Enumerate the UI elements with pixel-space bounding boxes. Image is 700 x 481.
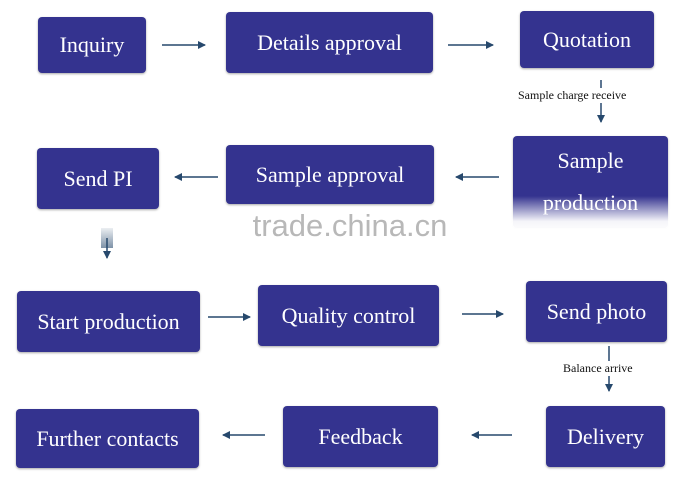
step-inquiry: Inquiry	[38, 17, 146, 73]
step-details-approval: Details approval	[226, 12, 433, 73]
step-delivery: Delivery	[546, 406, 665, 467]
arrow-send-pi-to-start-production	[101, 228, 113, 259]
step-further-contacts: Further contacts	[16, 409, 199, 468]
edge-label-sample-charge: Sample charge receive	[518, 88, 627, 103]
edge-label-balance: Balance arrive	[563, 361, 633, 376]
step-quality-control: Quality control	[258, 285, 439, 346]
step-send-photo: Send photo	[526, 281, 667, 342]
fade-overlay	[510, 196, 700, 232]
step-quotation: Quotation	[520, 11, 654, 68]
watermark: trade.china.cn	[252, 208, 448, 243]
step-sample-approval: Sample approval	[226, 145, 434, 204]
step-start-production: Start production	[17, 291, 200, 352]
step-feedback: Feedback	[283, 406, 438, 467]
step-send-pi: Send PI	[37, 148, 159, 209]
